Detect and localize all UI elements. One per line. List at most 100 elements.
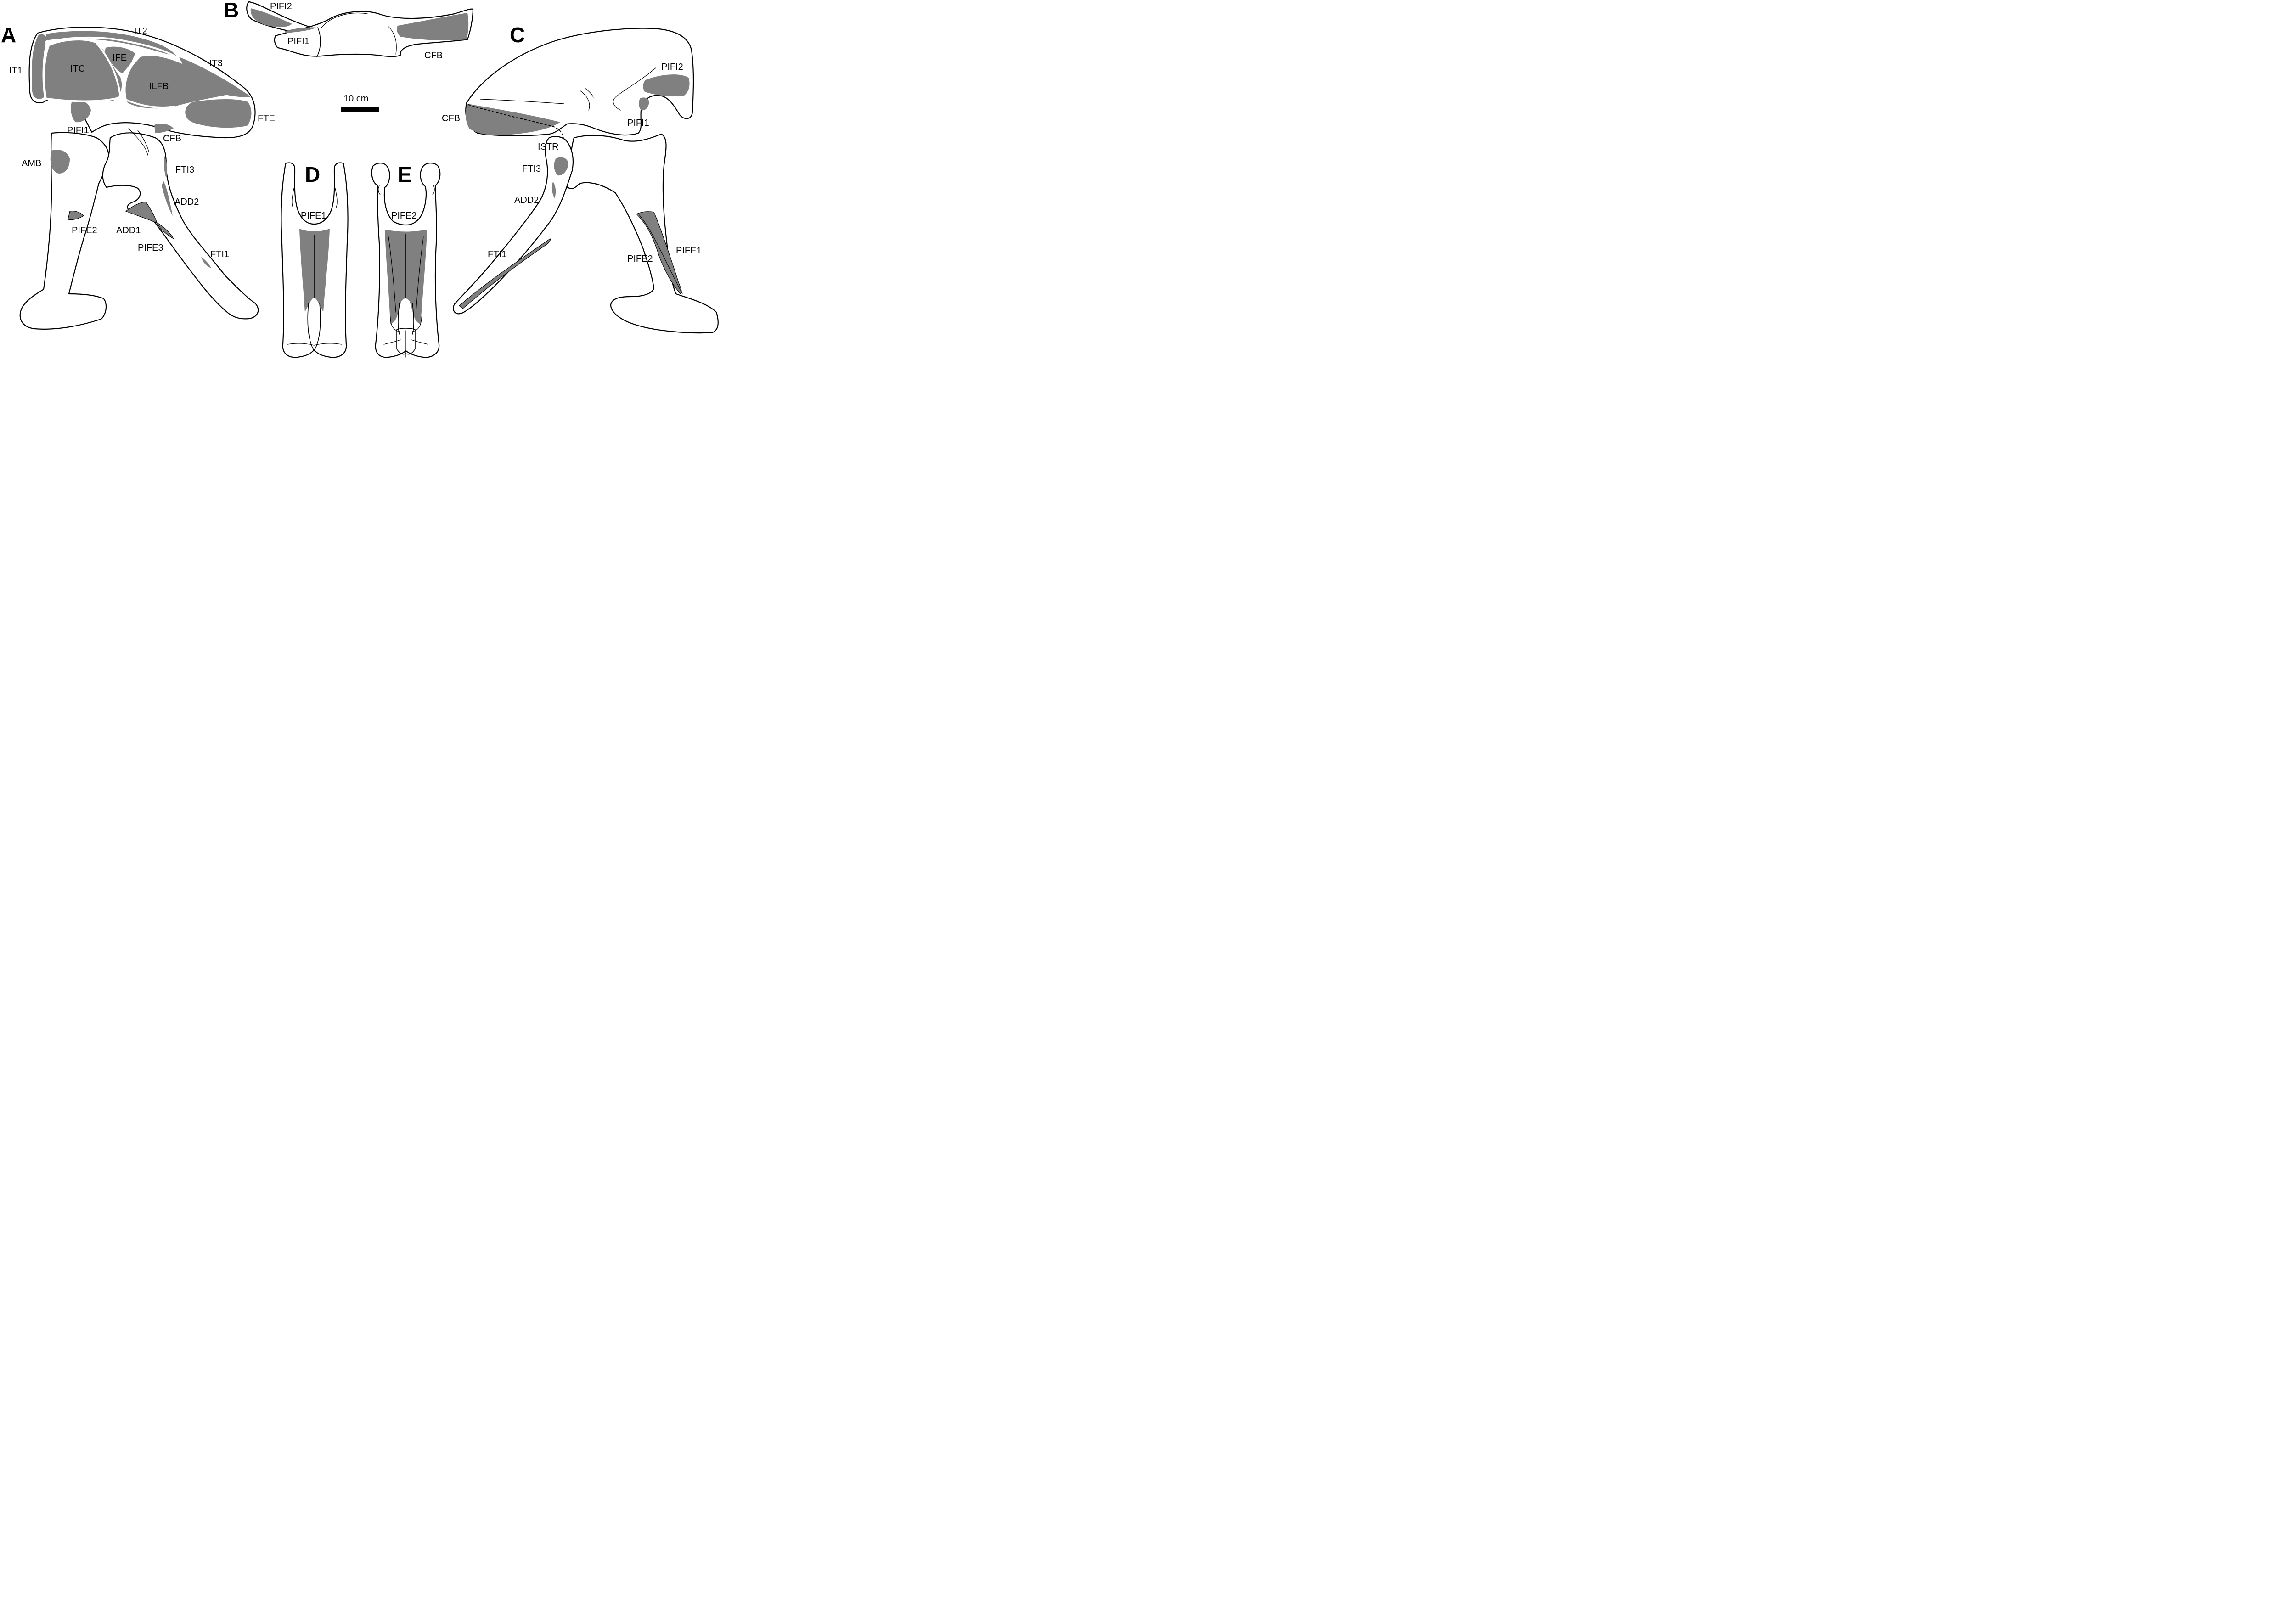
panel-b-pelvis-dorsal: B PIFI2 PIFI1 CFB: [224, 0, 474, 61]
muscle-pifi1-c: [639, 97, 649, 111]
muscle-ife-a: [105, 46, 136, 73]
label-itc-a: ITC: [70, 64, 85, 74]
muscle-pife1-d: [299, 229, 330, 312]
panel-c-pelvis-medial: C PIFI2 CFB PIFI1 ISTR FTI3 ADD2 FTI1 PI…: [442, 23, 719, 334]
acetabulum-line-2-a: [137, 130, 149, 152]
c-line-4: [613, 67, 656, 111]
panel-label-b: B: [224, 0, 239, 22]
acetabulum-line-1-a: [128, 128, 148, 156]
muscle-it3-a: [179, 57, 251, 97]
ischium-a: [102, 132, 259, 320]
e-knob-line-left: [378, 185, 381, 195]
panel-e-pubes: E PIFE2: [371, 163, 441, 358]
muscle-fte-a: [185, 99, 252, 128]
e-symphysis-lower: [398, 303, 414, 335]
panel-a-pelvis-lateral: A IT1 IT2 IT3 ITC IFE ILFB FTE PIFI1 CFB…: [1, 23, 275, 330]
e-knob-line-right: [432, 185, 435, 195]
muscle-pife2-a: [68, 211, 84, 220]
label-pife2-e: PIFE2: [391, 211, 417, 221]
label-pife2-a: PIFE2: [72, 225, 97, 236]
muscle-pife-c: [636, 211, 682, 294]
panel-d-pubes: D PIFE1: [281, 162, 349, 358]
b-acetabular-rim: [316, 27, 321, 57]
muscle-cfb-c: [465, 104, 560, 135]
scale-bar: [341, 107, 379, 112]
muscle-pifi1-b: [285, 27, 317, 33]
muscle-pifi1-a: [71, 97, 91, 123]
panel-label-c: C: [510, 23, 525, 47]
label-it3-a: IT3: [209, 58, 223, 68]
label-fti1-a: FTI1: [210, 249, 229, 259]
label-pifi1-c: PIFI1: [627, 118, 649, 128]
e-curve-right: [416, 236, 424, 313]
muscle-fti3-a: [164, 156, 168, 178]
e-foot-block: [396, 328, 416, 355]
muscle-pifi2-c: [643, 74, 690, 96]
muscle-fti1-a: [201, 257, 211, 268]
muscle-pife3-a: [155, 221, 174, 240]
muscle-cfb-b: [397, 13, 469, 40]
muscle-ilfb-a: [125, 56, 230, 109]
d-symphysis-lower: [307, 303, 321, 352]
label-pife2-c: PIFE2: [627, 254, 653, 264]
muscle-add2-c: [551, 182, 556, 198]
label-cfb-a: CFB: [163, 134, 181, 144]
c-line-1: [480, 99, 564, 104]
panel-label-d: D: [305, 163, 320, 186]
label-ilfb-a: ILFB: [149, 81, 169, 91]
line-sep-5-a: [119, 96, 175, 108]
label-it1-a: IT1: [9, 66, 23, 76]
scale-label: 10 cm: [343, 94, 368, 104]
pubis-c: [564, 133, 719, 334]
muscle-itc-a: [45, 40, 122, 101]
line-sep-4-a: [43, 96, 121, 102]
label-add1-a: ADD1: [116, 225, 141, 236]
d-inner-right: [335, 188, 338, 208]
bone-b-body: [274, 8, 474, 57]
muscle-add1-a: [125, 202, 158, 224]
label-amb-a: AMB: [22, 158, 41, 169]
c-pife-line: [639, 214, 683, 294]
c-line-2: [580, 90, 590, 111]
label-pife1-d: PIFE1: [301, 211, 326, 221]
panel-label-e: E: [398, 163, 412, 186]
muscle-pifi2-b: [250, 8, 292, 27]
line-sep-2-a: [96, 43, 121, 98]
label-pife3-a: PIFE3: [138, 243, 163, 253]
label-cfb-b: CFB: [424, 51, 443, 61]
label-pife1-c: PIFE1: [676, 246, 702, 256]
line-sep-1-a: [45, 36, 177, 58]
pelvis-muscle-attachment-figure: A IT1 IT2 IT3 ITC IFE ILFB FTE PIFI1 CFB…: [1, 0, 719, 358]
line-sep-3-a: [119, 53, 137, 98]
e-foot-lines: [383, 330, 428, 358]
muscle-add2-a: [162, 181, 173, 216]
label-add2-c: ADD2: [514, 195, 539, 205]
label-it2-a: IT2: [134, 26, 147, 36]
label-pifi1-a: PIFI1: [67, 125, 89, 135]
d-foot-right: [314, 343, 342, 346]
d-inner-left: [292, 188, 294, 208]
b-line-2: [388, 26, 397, 55]
label-ife-a: IFE: [113, 53, 127, 63]
label-pifi2-b: PIFI2: [270, 1, 292, 11]
label-pifi1-b: PIFI1: [287, 36, 310, 46]
muscle-fti3-c: [554, 157, 568, 176]
ischium-c: [453, 136, 574, 315]
ilium-c: [465, 28, 694, 136]
e-curve-left: [388, 236, 396, 313]
muscle-it1-a: [32, 34, 46, 99]
label-cfb-c: CFB: [442, 113, 460, 124]
label-fte-a: FTE: [258, 113, 275, 124]
label-fti3-c: FTI3: [522, 164, 541, 174]
e-lower-right: [412, 316, 422, 332]
label-add2-a: ADD2: [174, 197, 199, 207]
muscle-cfb-a: [154, 124, 174, 133]
muscle-fti1-c: [459, 238, 551, 309]
label-fti3-a: FTI3: [175, 165, 194, 175]
muscle-amb-a: [50, 150, 70, 174]
label-istr-c: ISTR: [538, 142, 559, 152]
panel-label-a: A: [1, 23, 16, 47]
label-fti1-c: FTI1: [488, 249, 506, 259]
label-pifi2-c: PIFI2: [661, 62, 683, 72]
d-foot-left: [287, 343, 315, 346]
